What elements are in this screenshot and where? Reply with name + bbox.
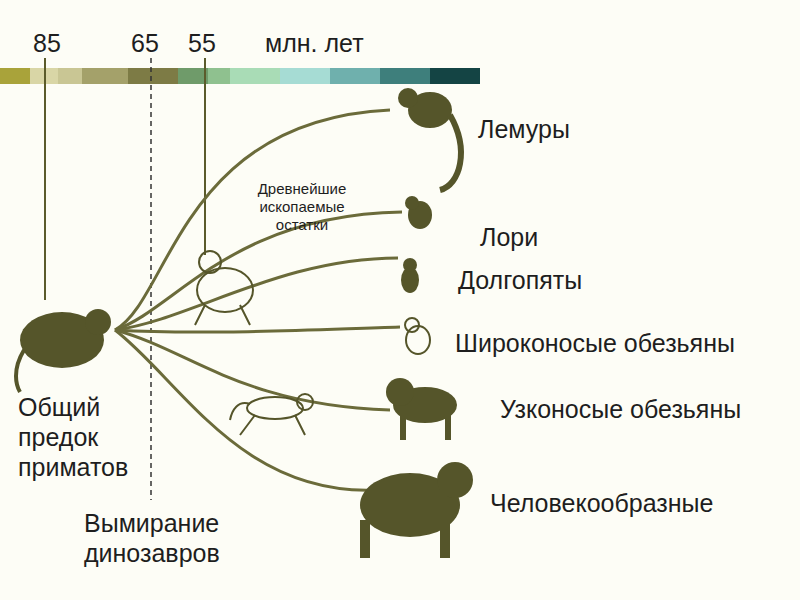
taxon-label: Широконосые обезьяны: [455, 328, 735, 358]
ancestor-label: Общий предок приматов: [18, 392, 158, 482]
branch-lines: [115, 110, 402, 490]
fossil-note: Древнейшие ископаемые остатки: [232, 180, 372, 234]
time-mark: 85: [33, 28, 61, 58]
time-mark: 55: [188, 28, 216, 58]
taxon-label: Человекообразные: [490, 488, 713, 518]
timeline-bar: [0, 68, 480, 84]
extinction-label: Вымирание динозавров: [84, 508, 274, 568]
animal-figures: [16, 88, 473, 558]
taxon-label: Лори: [480, 222, 538, 252]
axis-unit: млн. лет: [265, 28, 364, 58]
time-mark: 65: [131, 28, 159, 58]
taxon-label: Узконосые обезьяны: [500, 394, 741, 424]
taxon-label: Лемуры: [478, 114, 570, 144]
taxon-label: Долгопяты: [458, 265, 582, 295]
